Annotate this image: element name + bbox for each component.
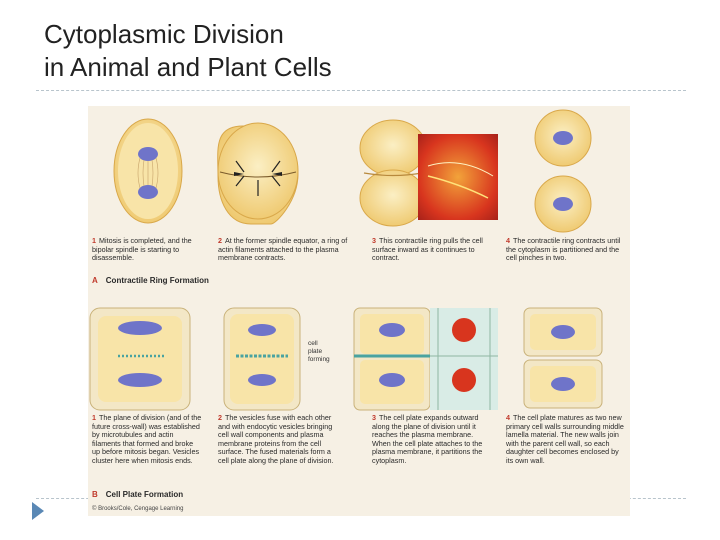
bullet-arrow-icon: [32, 502, 44, 520]
top-divider: [36, 90, 686, 91]
plant-cell-1: [90, 308, 190, 410]
image-credit: © Brooks/Cole, Cengage Learning: [92, 506, 183, 512]
pinching-cell: [360, 120, 498, 226]
divided-cells: [535, 110, 591, 232]
contracting-ring-cell: [218, 123, 298, 224]
animal-cell-illustrations: [88, 106, 630, 236]
slide-title-line-1: Cytoplasmic Division: [44, 18, 332, 51]
plant-cell-4: [524, 308, 602, 408]
cell-plate-forming-label: cell plate forming: [308, 340, 330, 364]
slide-title-line-2: in Animal and Plant Cells: [44, 51, 332, 84]
mitosis-complete-cell: [114, 119, 182, 223]
plant-cell-3: [354, 308, 498, 410]
slide-title: Cytoplasmic Division in Animal and Plant…: [44, 18, 332, 84]
plant-cell-illustrations: [88, 304, 630, 414]
plant-cell-2: [224, 308, 300, 410]
